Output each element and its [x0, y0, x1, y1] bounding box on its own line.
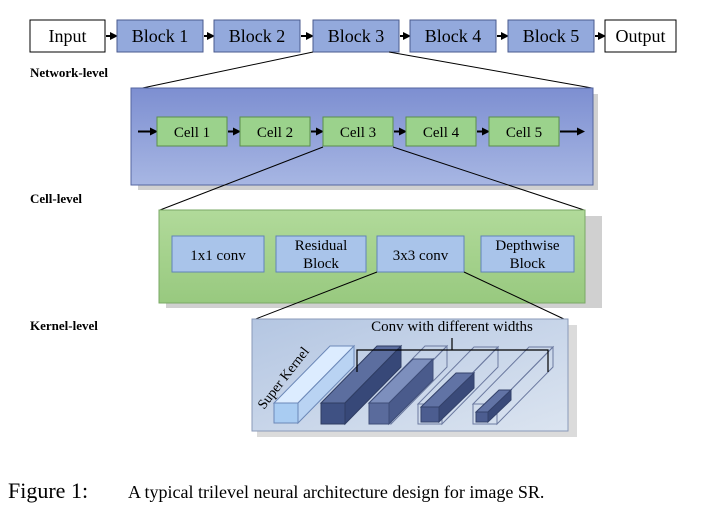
op-node — [275, 235, 367, 273]
kernel-cube-large — [367, 344, 449, 426]
block-label: Block 2 — [229, 26, 286, 46]
caption-text: A typical trilevel neural architecture d… — [128, 482, 544, 502]
input-node — [29, 19, 106, 53]
cell-label: Cell 4 — [423, 125, 460, 141]
cell-node — [239, 116, 311, 147]
widths-label: Conv with different widths — [371, 319, 533, 335]
network-level-label: Network-level — [30, 65, 108, 80]
output-label: Output — [615, 26, 665, 46]
zoom-line-left-3 — [252, 271, 378, 321]
kernel-cube-small — [471, 345, 555, 426]
figure-caption: Figure 1: A typical trilevel neural arch… — [8, 478, 544, 503]
widths-brace — [356, 338, 549, 372]
super-kernel-cube — [272, 344, 356, 425]
kernel-level-label: Kernel-level — [30, 318, 98, 333]
cell-node — [488, 116, 560, 147]
op-node — [480, 235, 575, 273]
cell-label: Cell 3 — [340, 125, 376, 141]
block-label: Block 4 — [425, 26, 482, 46]
block-label: Block 1 — [132, 26, 189, 46]
input-label: Input — [49, 26, 87, 46]
cell-node — [322, 116, 394, 147]
zoom-line-left-2 — [159, 146, 324, 211]
op-node — [376, 235, 465, 273]
zoom-line-left-1 — [132, 51, 314, 91]
block-label: Block 3 — [328, 26, 385, 46]
cell-node — [405, 116, 477, 147]
op-label: 3x3 conv — [393, 248, 449, 264]
cell-label: Cell 1 — [174, 125, 210, 141]
cell-label: Cell 5 — [506, 125, 542, 141]
block-node — [507, 19, 595, 53]
zoom-line-right-1 — [388, 51, 593, 89]
caption-figure-number: Figure 1: — [8, 478, 88, 503]
zoom-line-right-2 — [392, 146, 585, 211]
kernel-cube-medium — [416, 345, 500, 426]
block-node — [116, 19, 204, 53]
zoom-line-right-3 — [463, 271, 567, 321]
cell-node — [156, 116, 228, 147]
cell-label: Cell 2 — [257, 125, 293, 141]
cell-level-label: Cell-level — [30, 191, 82, 206]
block-node — [312, 19, 400, 53]
op-label: 1x1 conv — [190, 248, 246, 264]
op-node — [171, 235, 265, 273]
block-label: Block 5 — [523, 26, 580, 46]
block-node — [213, 19, 301, 53]
kernel-cube-full — [319, 344, 403, 426]
block-node — [409, 19, 497, 53]
output-node — [604, 19, 677, 53]
